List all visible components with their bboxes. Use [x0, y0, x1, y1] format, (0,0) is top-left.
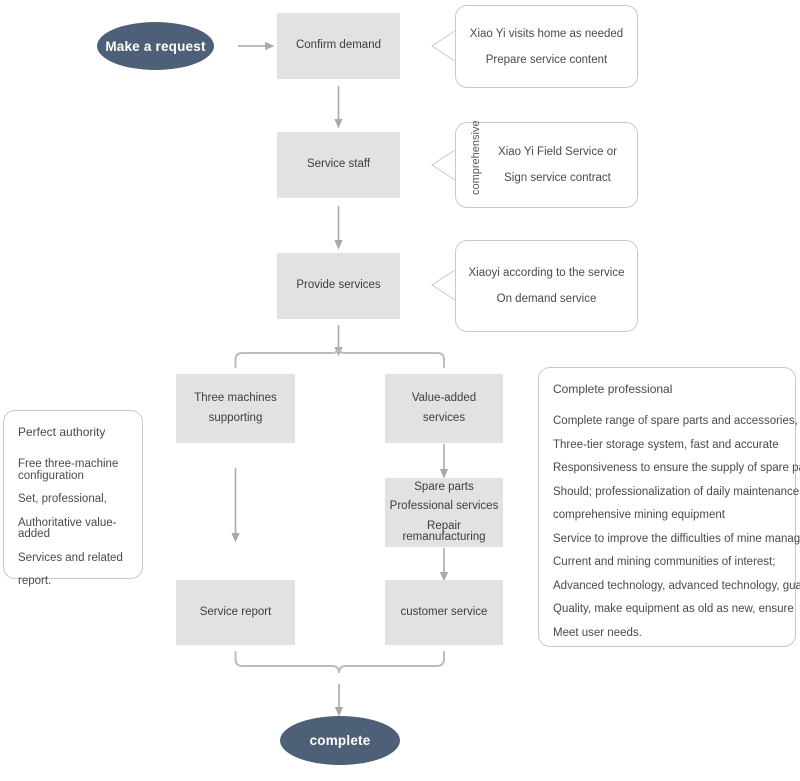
callout-2-side-label: comprehensive: [470, 120, 482, 195]
three-machines-line-2: supporting: [208, 411, 263, 424]
step-confirm-demand-label: Confirm demand: [295, 39, 381, 52]
step-confirm-demand[interactable]: Confirm demand: [277, 13, 400, 79]
callout-1-line-2: Prepare service content: [485, 53, 608, 66]
end-label: complete: [309, 733, 371, 748]
spare-parts-line-2: Professional services: [389, 500, 499, 512]
callout-3-line-2: On demand service: [496, 293, 597, 305]
note-complete-professional[interactable]: Complete professional Complete range of …: [538, 367, 800, 647]
callout-confirm-demand[interactable]: Xiao Yi visits home as needed Prepare se…: [455, 5, 638, 88]
right-note-line-3: Responsiveness to ensure the supply of s…: [553, 462, 800, 474]
step-service-staff[interactable]: Service staff: [277, 132, 400, 198]
right-note-line-5: comprehensive mining equipment: [553, 509, 725, 521]
merge-brace-bottom: [234, 651, 445, 674]
step-three-machines-supporting[interactable]: Three machines supporting: [176, 374, 295, 443]
callout-3-line-1: Xiaoyi according to the service: [468, 267, 625, 279]
callout-1-line-1: Xiao Yi visits home as needed: [469, 27, 624, 40]
left-note-line-5: report.: [18, 575, 52, 587]
note-perfect-authority[interactable]: Perfect authority Free three-machine con…: [3, 410, 143, 587]
right-note-line-1: Complete range of spare parts and access…: [553, 415, 800, 427]
callout-2-line-1: Xiao Yi Field Service or: [498, 146, 617, 158]
customer-service-label: customer service: [400, 605, 488, 618]
left-note-line-2: Set, professional,: [18, 493, 107, 505]
callout-notch-2: [431, 149, 456, 181]
value-added-line-1: Value-added: [411, 392, 477, 404]
three-machines-line-1: Three machines: [194, 392, 277, 404]
split-brace-top: [234, 346, 445, 368]
left-note-line-1: Free three-machine configuration: [18, 458, 119, 482]
end-terminator[interactable]: complete: [280, 716, 400, 765]
right-note-line-8: Advanced technology, advanced technology…: [553, 579, 800, 592]
start-terminator[interactable]: Make a request: [97, 22, 214, 70]
left-note-line-3: Authoritative value-added: [18, 516, 117, 540]
step-service-report[interactable]: Service report: [176, 580, 295, 645]
right-note-line-4: Should; professionalization of daily mai…: [553, 485, 800, 498]
right-note-line-7: Current and mining communities of intere…: [553, 556, 776, 568]
right-note-line-6: Service to improve the difficulties of m…: [553, 532, 800, 545]
left-note-header: Perfect authority: [18, 425, 106, 439]
step-provide-services-label: Provide services: [296, 279, 381, 292]
callout-2-line-2: Sign service contract: [504, 172, 611, 184]
right-note-line-10: Meet user needs.: [553, 626, 642, 639]
right-note-line-2: Three-tier storage system, fast and accu…: [553, 438, 779, 451]
step-value-added-services[interactable]: Value-added services: [385, 374, 503, 443]
right-note-line-9: Quality, make equipment as old as new, e…: [553, 603, 794, 615]
spare-parts-line-3: Repair remanufacturing: [402, 519, 486, 543]
spare-parts-line-1: Spare parts: [414, 480, 474, 493]
step-spare-parts[interactable]: Spare parts Professional services Repair…: [385, 478, 503, 547]
callout-notch-3: [431, 269, 456, 301]
step-customer-service[interactable]: customer service: [385, 580, 503, 645]
start-label: Make a request: [105, 38, 206, 54]
value-added-line-2: services: [422, 411, 466, 424]
right-note-header: Complete professional: [553, 382, 673, 396]
step-provide-services[interactable]: Provide services: [277, 253, 400, 319]
service-report-label: Service report: [199, 605, 272, 618]
callout-notch-1: [431, 30, 456, 62]
step-service-staff-label: Service staff: [306, 158, 371, 171]
left-note-line-4: Services and related: [18, 551, 123, 564]
callout-provide-services[interactable]: Xiaoyi according to the service On deman…: [455, 240, 638, 332]
callout-service-staff[interactable]: comprehensive Xiao Yi Field Service or S…: [455, 120, 638, 208]
